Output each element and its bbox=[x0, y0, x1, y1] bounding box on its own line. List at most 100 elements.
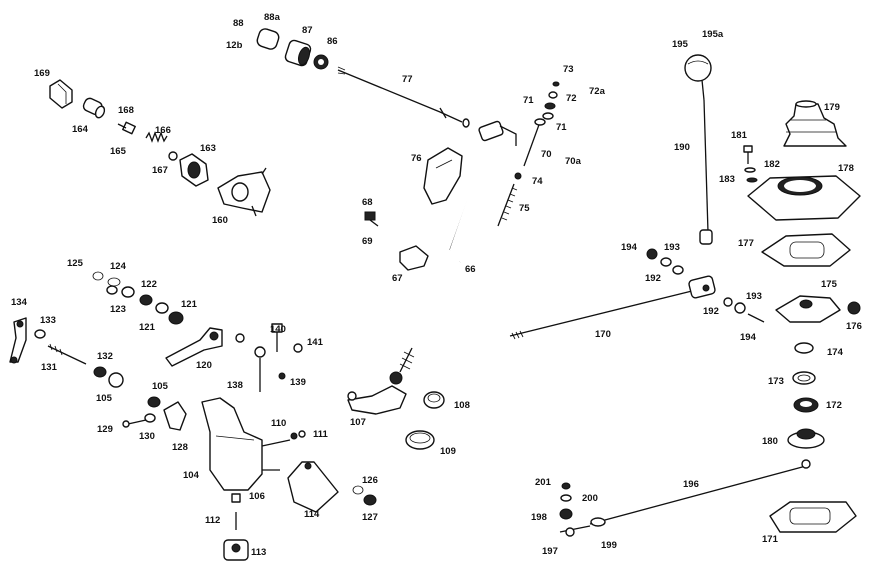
screw-74 bbox=[514, 172, 522, 180]
spring-166 bbox=[145, 131, 168, 143]
label-70: 70 bbox=[541, 149, 552, 160]
washers-125-124 bbox=[92, 271, 121, 287]
bushing-180 bbox=[787, 428, 825, 449]
label-196: 196 bbox=[683, 479, 699, 490]
housing-104 bbox=[201, 397, 291, 491]
label-139: 139 bbox=[290, 377, 306, 388]
bolt-68 bbox=[364, 211, 379, 227]
label-72a: 72a bbox=[589, 86, 606, 97]
label-112: 112 bbox=[205, 515, 220, 526]
lever-190 bbox=[699, 99, 713, 245]
nut-169 bbox=[49, 79, 73, 109]
label-166: 166 bbox=[155, 125, 171, 136]
label-199: 199 bbox=[601, 540, 617, 551]
label-176: 176 bbox=[846, 321, 862, 332]
label-195a: 195a bbox=[702, 29, 724, 40]
ring-109 bbox=[405, 430, 435, 450]
label-190: 190 bbox=[674, 142, 690, 153]
label-120: 120 bbox=[196, 360, 212, 371]
label-113: 113 bbox=[251, 547, 266, 558]
label-180: 180 bbox=[762, 436, 778, 447]
label-88a: 88a bbox=[264, 12, 281, 23]
label-105-left: 105 bbox=[96, 393, 113, 404]
pin-138 bbox=[254, 346, 286, 392]
ball-167 bbox=[168, 151, 178, 161]
bushing-87 bbox=[284, 39, 312, 67]
label-194-upper: 194 bbox=[621, 242, 638, 253]
shaft-170 bbox=[509, 275, 716, 340]
label-195: 195 bbox=[672, 39, 689, 50]
pin-131 bbox=[47, 343, 87, 365]
stud-140 bbox=[271, 323, 303, 353]
label-123: 123 bbox=[110, 304, 126, 315]
label-141: 141 bbox=[307, 337, 324, 348]
label-165: 165 bbox=[110, 146, 127, 157]
shift-rod-66 bbox=[399, 120, 517, 373]
parts-129-130-128 bbox=[122, 396, 187, 431]
label-160: 160 bbox=[212, 215, 228, 226]
label-77: 77 bbox=[402, 74, 413, 85]
label-110: 110 bbox=[271, 418, 286, 429]
label-128: 128 bbox=[172, 442, 188, 453]
label-74: 74 bbox=[532, 176, 543, 187]
label-76: 76 bbox=[411, 153, 422, 164]
label-12b: 12b bbox=[226, 40, 243, 51]
label-173: 173 bbox=[768, 376, 784, 387]
label-178: 178 bbox=[838, 163, 854, 174]
washers-182-183 bbox=[744, 167, 758, 183]
nut-176 bbox=[847, 301, 861, 315]
nuts-132-105 bbox=[93, 366, 124, 388]
label-130: 130 bbox=[139, 431, 155, 442]
label-111: 111 bbox=[313, 429, 329, 440]
label-69: 69 bbox=[362, 236, 373, 247]
seal-172 bbox=[793, 397, 819, 413]
label-71-lower: 71 bbox=[556, 122, 567, 133]
label-129: 129 bbox=[97, 424, 113, 435]
label-183: 183 bbox=[719, 174, 735, 185]
label-167: 167 bbox=[152, 165, 168, 176]
label-168: 168 bbox=[118, 105, 134, 116]
linkage-196 bbox=[589, 459, 811, 527]
bolt-181 bbox=[743, 145, 753, 164]
label-132: 132 bbox=[97, 351, 113, 362]
washers-194-193-192 bbox=[646, 248, 684, 275]
lever-134 bbox=[9, 317, 27, 364]
label-192-lower: 192 bbox=[703, 306, 719, 317]
label-197: 197 bbox=[542, 546, 558, 557]
washers-122-123 bbox=[106, 285, 135, 298]
label-86: 86 bbox=[327, 36, 338, 47]
washers-73-72 bbox=[542, 81, 560, 120]
label-121-left: 121 bbox=[139, 322, 156, 333]
boot-179 bbox=[783, 100, 847, 147]
label-172: 172 bbox=[826, 400, 842, 411]
label-73: 73 bbox=[563, 64, 574, 75]
label-198: 198 bbox=[531, 512, 547, 523]
ring-86 bbox=[313, 54, 329, 70]
label-179: 179 bbox=[824, 102, 840, 113]
label-133: 133 bbox=[40, 315, 56, 326]
label-193-lower: 193 bbox=[746, 291, 762, 302]
pin-70 bbox=[523, 118, 546, 167]
label-192-upper: 192 bbox=[645, 273, 661, 284]
bushing-108 bbox=[423, 391, 445, 409]
label-88: 88 bbox=[233, 18, 244, 29]
label-68: 68 bbox=[362, 197, 373, 208]
cover-76 bbox=[423, 147, 463, 205]
label-109: 109 bbox=[440, 446, 456, 457]
fitting-164 bbox=[82, 97, 106, 119]
part-labels: 88 88a 12b 87 86 77 169 168 164 165 166 … bbox=[11, 12, 862, 558]
label-170: 170 bbox=[595, 329, 611, 340]
clip-67 bbox=[399, 245, 429, 271]
label-72: 72 bbox=[566, 93, 577, 104]
label-66: 66 bbox=[465, 264, 476, 275]
label-131: 131 bbox=[41, 362, 58, 373]
label-125: 125 bbox=[67, 258, 84, 269]
label-200: 200 bbox=[582, 493, 598, 504]
label-87: 87 bbox=[302, 25, 313, 36]
label-106: 106 bbox=[249, 491, 265, 502]
label-104: 104 bbox=[183, 470, 200, 481]
label-174: 174 bbox=[827, 347, 844, 358]
label-105-right: 105 bbox=[152, 381, 169, 392]
